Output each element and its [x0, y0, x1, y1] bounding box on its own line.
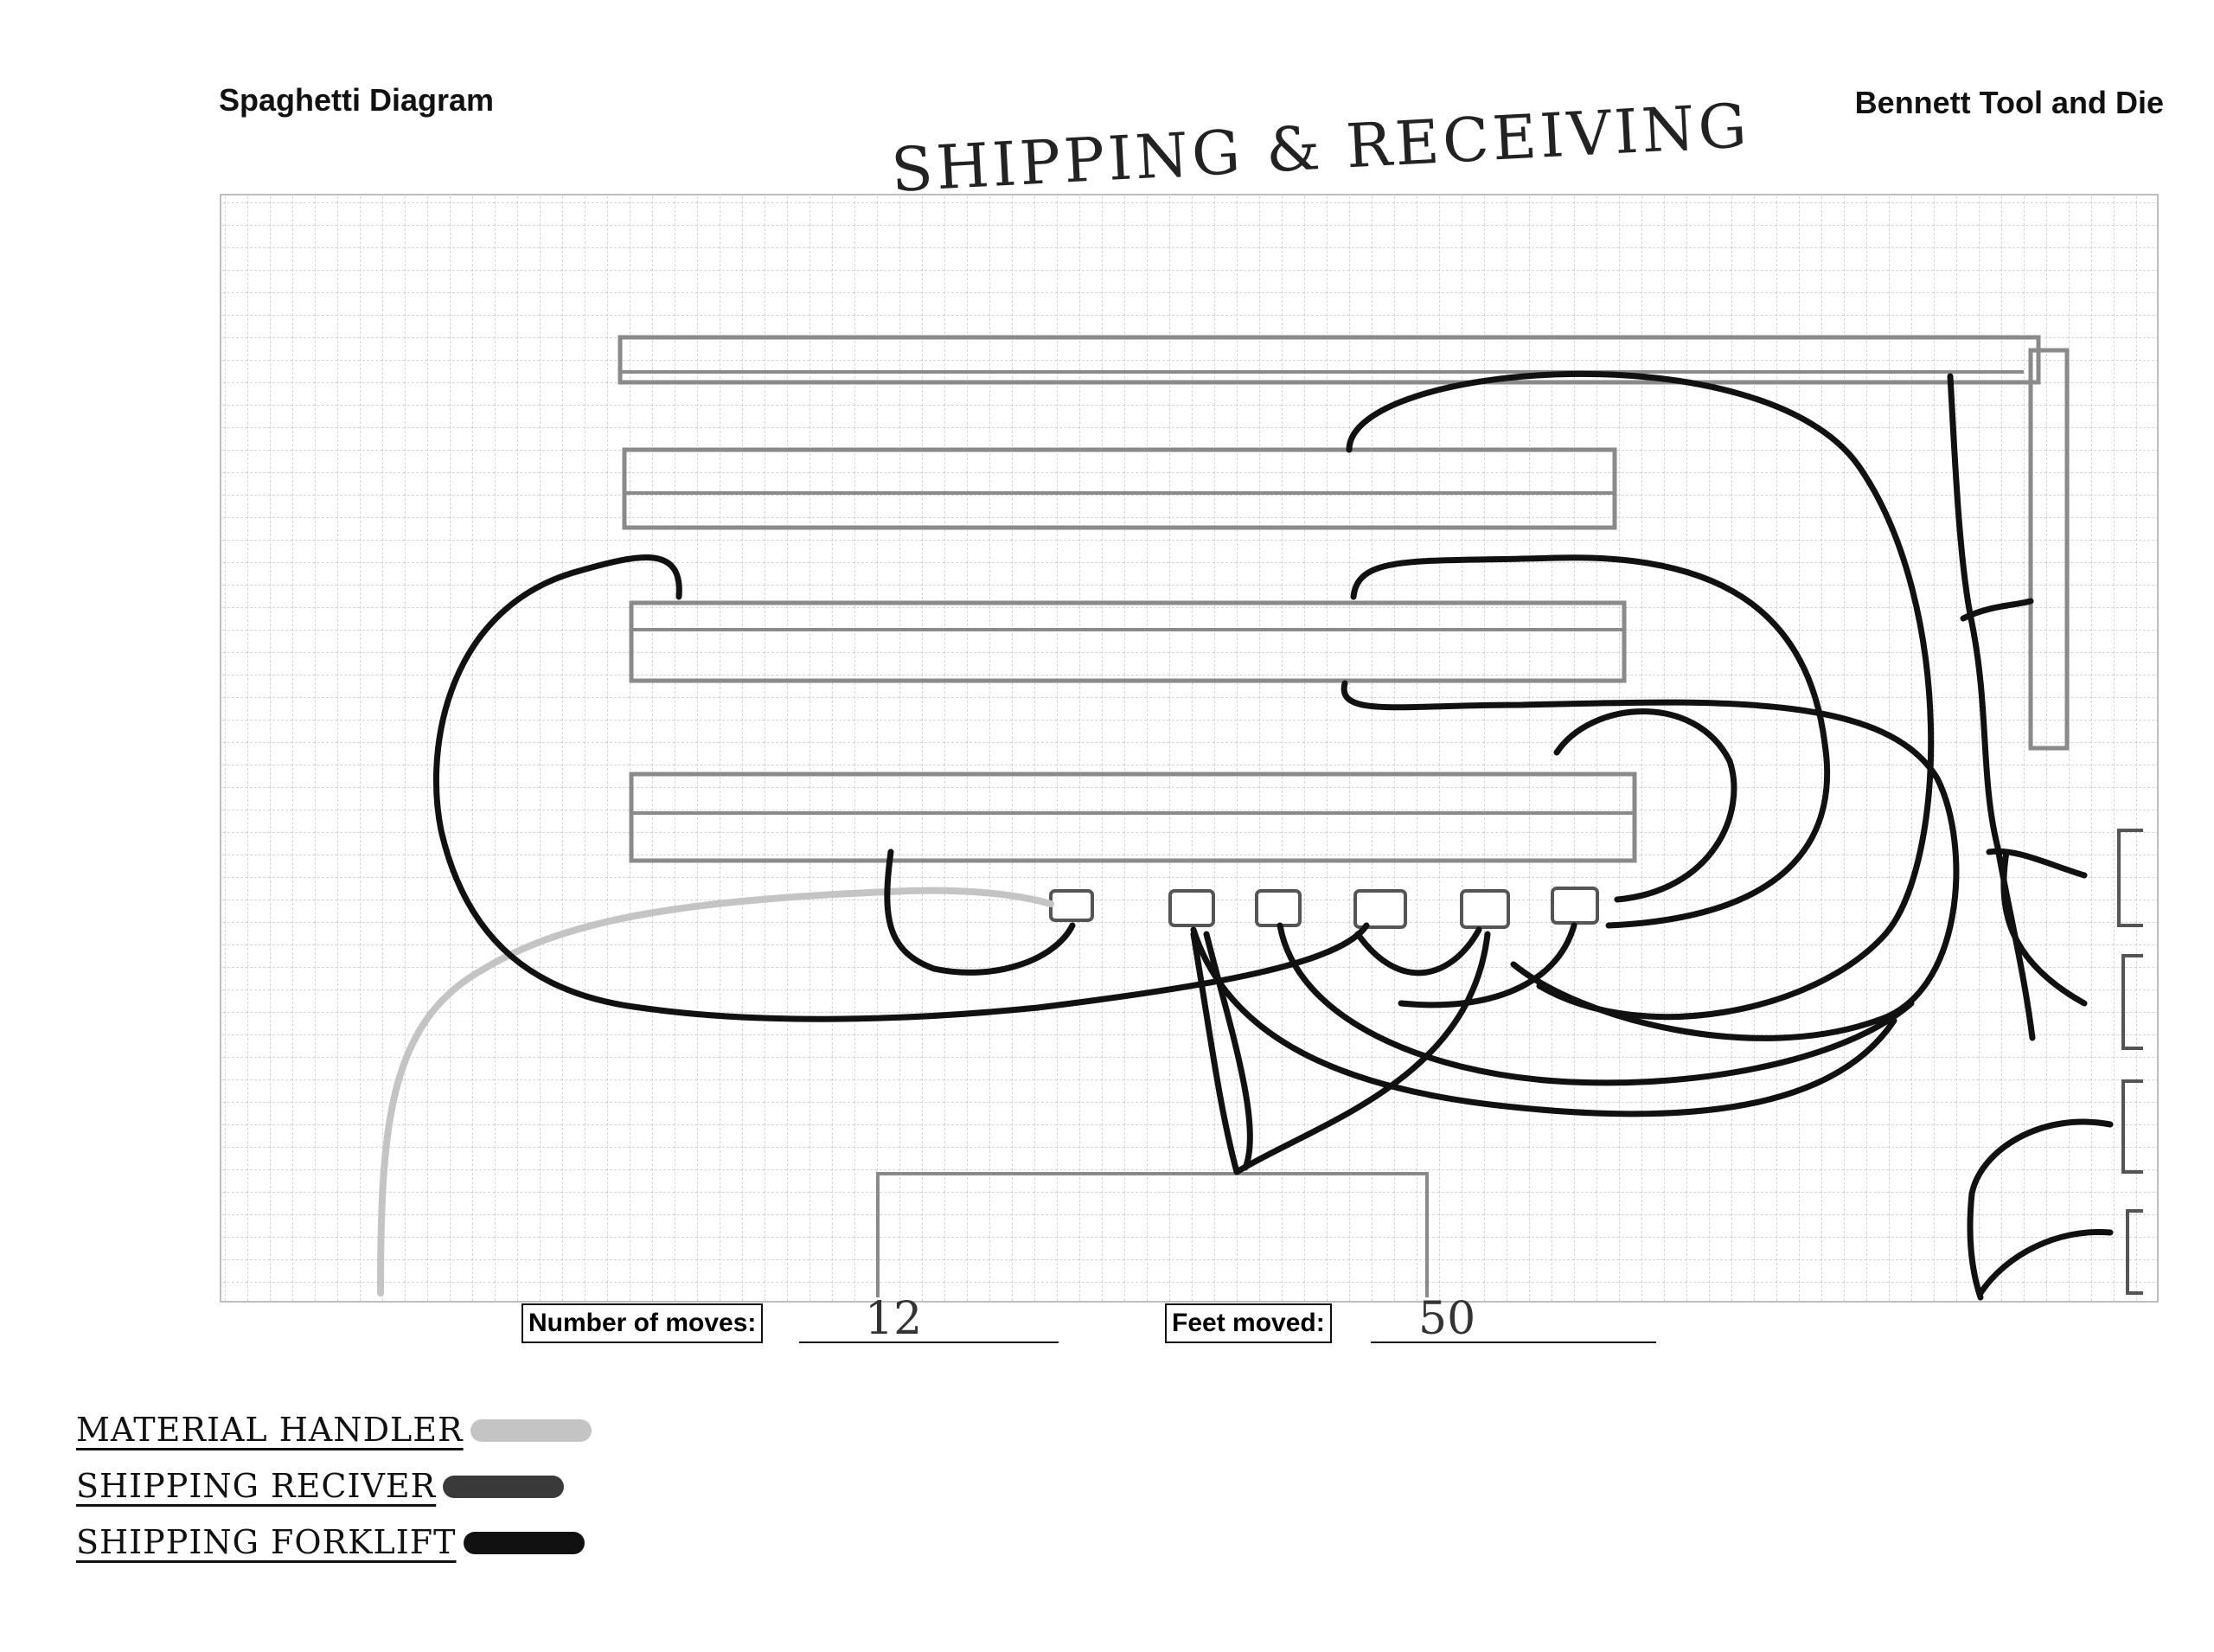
dock-doors — [2117, 829, 2143, 1295]
legend-swatch — [463, 1532, 585, 1554]
feet-moved-label: Feet moved: — [1165, 1303, 1332, 1343]
rack-right-column — [2028, 348, 2070, 751]
legend-label: SHIPPING FORKLIFT — [76, 1523, 457, 1561]
rack-top — [617, 335, 2041, 385]
staging-box — [1255, 889, 1302, 927]
staging-box — [1168, 889, 1215, 927]
rack-row-1 — [622, 447, 1617, 530]
rack-row-3 — [629, 772, 1637, 863]
legend-item-material-handler: MATERIAL HANDLER — [76, 1397, 592, 1449]
staging-box — [1049, 889, 1094, 922]
legend-item-shipping-reciver: SHIPPING RECIVER — [76, 1453, 565, 1505]
document-title: Spaghetti Diagram — [219, 82, 495, 118]
feet-moved-value: 50 — [1418, 1293, 1476, 1345]
legend-item-shipping-forklift: SHIPPING FORKLIFT — [76, 1509, 585, 1561]
legend-swatch — [470, 1419, 592, 1442]
number-of-moves-value: 12 — [865, 1293, 923, 1345]
staging-box — [1460, 889, 1510, 929]
shipping-area — [876, 1172, 1429, 1297]
legend-label: MATERIAL HANDLER — [76, 1411, 464, 1449]
feet-moved-line — [1371, 1341, 1656, 1343]
rack-row-2 — [629, 600, 1627, 683]
number-of-moves-label: Number of moves: — [522, 1303, 764, 1343]
rack-layout — [617, 335, 2070, 863]
company-name: Bennett Tool and Die — [1854, 85, 2164, 120]
material-handler-path — [377, 887, 1054, 1297]
travel-paths — [432, 370, 2114, 1301]
staging-box — [1353, 889, 1407, 929]
legend-swatch — [443, 1476, 565, 1498]
staging-box — [1551, 887, 1599, 925]
graph-paper-grid — [220, 194, 2159, 1303]
number-of-moves-line — [799, 1341, 1059, 1343]
legend-label: SHIPPING RECIVER — [76, 1467, 437, 1505]
